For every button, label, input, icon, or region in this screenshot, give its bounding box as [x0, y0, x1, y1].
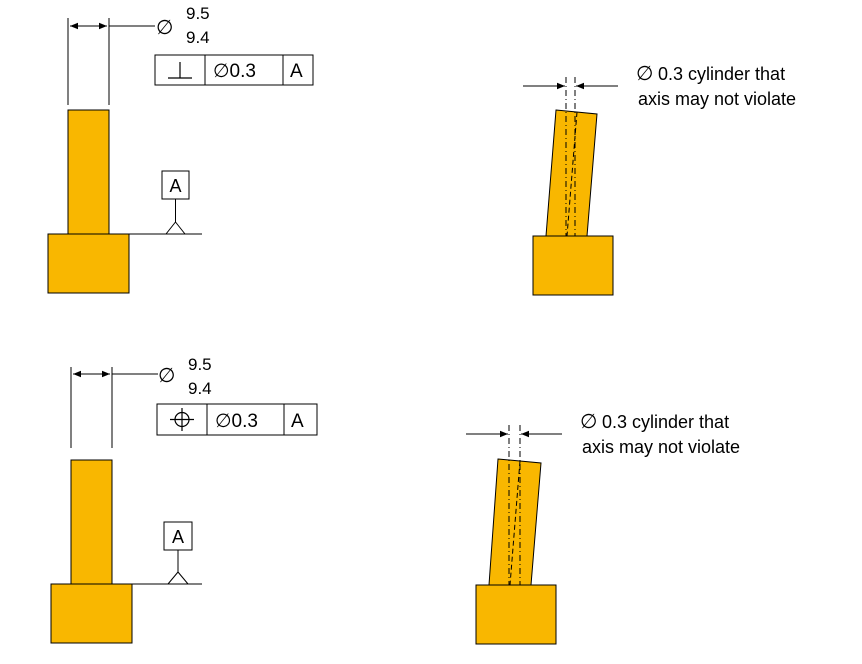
pin — [70, 459, 113, 585]
tolerance-value: ∅0.3 — [215, 411, 258, 432]
perpendicularity-icon — [168, 62, 192, 79]
feature-control-frame: ∅0.3 A — [156, 403, 318, 436]
zone-diameter-symbol: ∅ — [580, 411, 597, 433]
feature-axis — [566, 111, 578, 237]
pin — [67, 109, 110, 235]
top-right-tolerance-zone-drawing: ∅ 0.3 cylinder that axis may not violate — [523, 63, 796, 296]
zone-label-line2: axis may not violate — [638, 89, 796, 109]
base — [532, 235, 614, 296]
bottom-right-tolerance-zone-drawing: ∅ 0.3 cylinder that axis may not violate — [466, 411, 740, 645]
zone-label-line1: 0.3 cylinder that — [658, 64, 785, 84]
feature-axis — [509, 460, 521, 586]
datum-reference: A — [291, 411, 304, 432]
top-left-part-drawing: ∅ 9.5 9.4 ∅0.3 A A — [47, 4, 314, 294]
upper-limit: 9.5 — [186, 4, 210, 23]
position-icon — [170, 408, 194, 431]
zone-label-line2: axis may not violate — [582, 437, 740, 457]
zone-label-line1: 0.3 cylinder that — [602, 412, 729, 432]
upper-limit: 9.5 — [188, 355, 212, 374]
bottom-left-part-drawing: ∅ 9.5 9.4 ∅0.3 A A — [50, 355, 318, 644]
tolerance-value: ∅0.3 — [213, 61, 256, 82]
datum-feature-symbol: A — [161, 170, 190, 235]
base — [50, 583, 133, 644]
datum-reference: A — [290, 61, 303, 82]
base — [475, 584, 557, 645]
feature-control-frame: ∅0.3 A — [154, 54, 314, 86]
diameter-symbol: ∅ — [158, 365, 175, 387]
tilted-pin — [545, 109, 598, 237]
base — [47, 233, 130, 294]
datum-feature-symbol: A — [163, 521, 193, 585]
datum-letter: A — [169, 176, 181, 196]
datum-letter: A — [172, 527, 184, 547]
tilted-pin — [488, 458, 542, 586]
lower-limit: 9.4 — [186, 28, 210, 47]
lower-limit: 9.4 — [188, 379, 212, 398]
zone-diameter-symbol: ∅ — [636, 63, 653, 85]
diameter-symbol: ∅ — [156, 17, 173, 39]
